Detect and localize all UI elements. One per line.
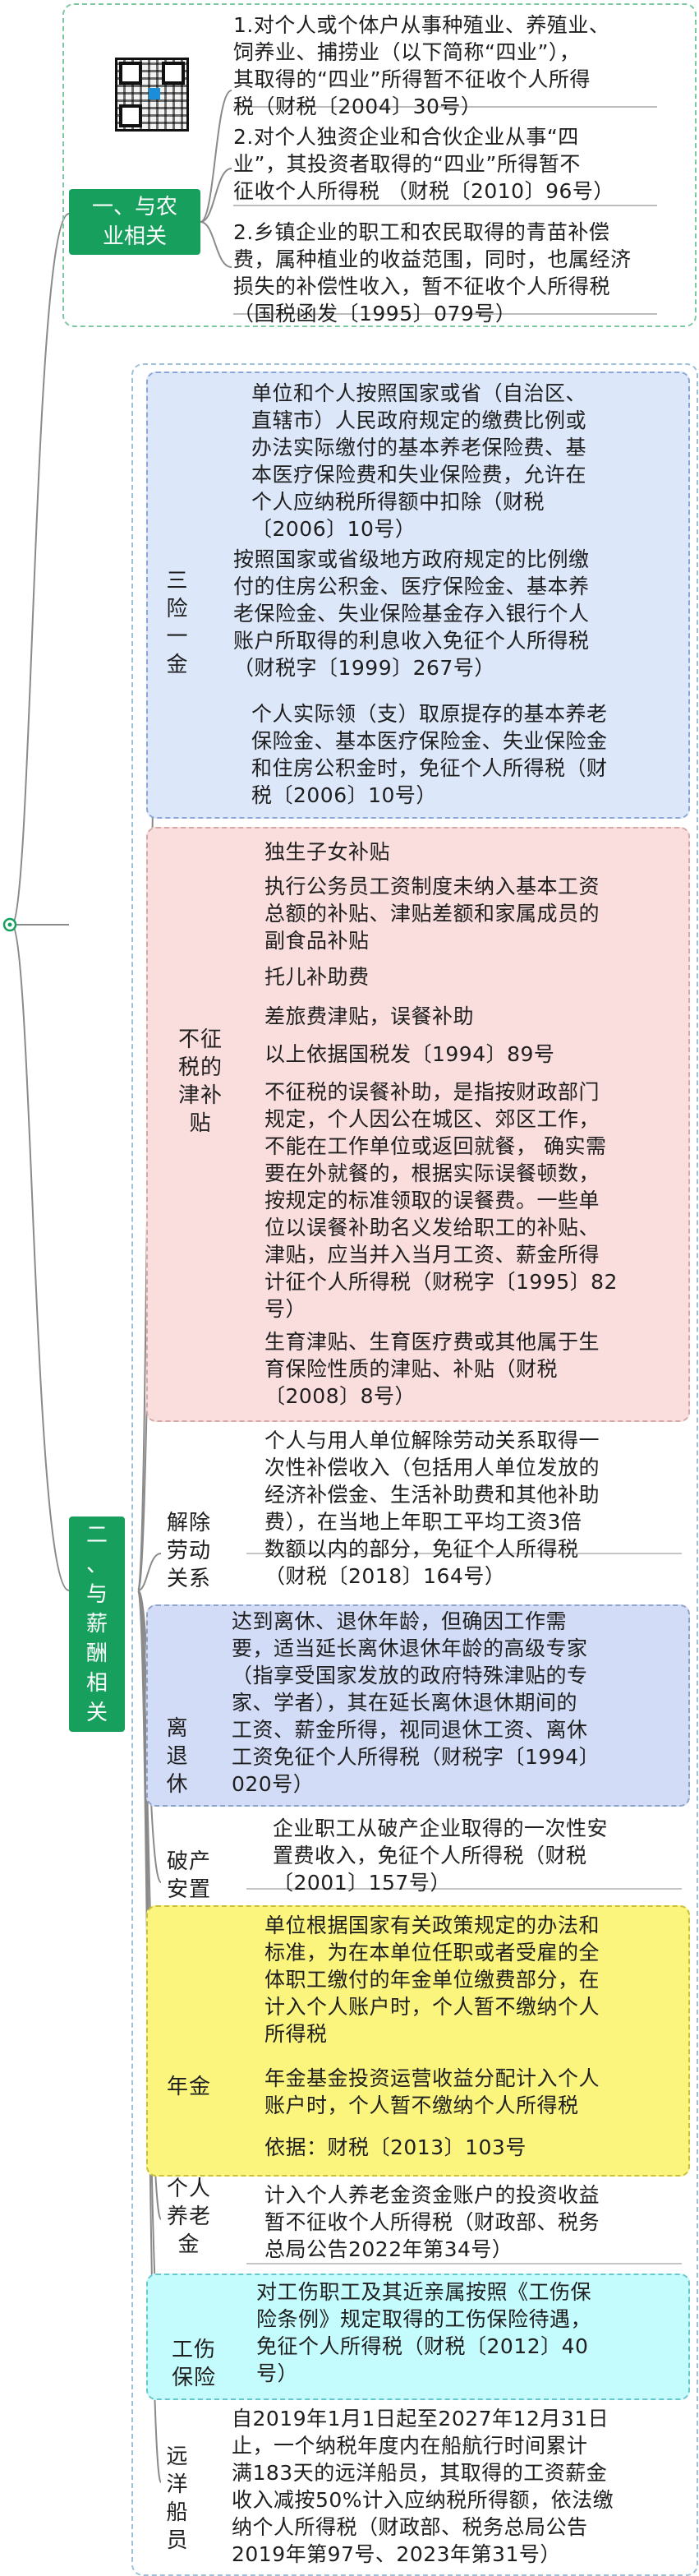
section1-item-2: 2.对个人独资企业和合伙企业从事“四 业”，其投资者取得的“四业”所得暂不 征收… bbox=[233, 125, 614, 203]
sanxian-label[interactable]: 三 险 一 金 bbox=[166, 569, 189, 677]
nianjin-bg bbox=[146, 1905, 690, 2177]
sanxian-item-2: 按照国家或省级地方政府规定的比例缴 付的住房公积金、医疗保险金、基本养 老保险金… bbox=[233, 547, 590, 680]
butie-item-1: 独生子女补贴 bbox=[264, 840, 391, 864]
nianjin-label[interactable]: 年金 bbox=[166, 2075, 211, 2099]
sanxian-item-1: 单位和个人按照国家或省（自治区、 直辖市）人民政府规定的缴费比例或 办法实际缴付… bbox=[251, 381, 587, 541]
yuanyang-text: 自2019年1月1日起至2027年12月31日 止，一个纳税年度内在船航行时间累… bbox=[232, 2407, 614, 2566]
butie-item-3: 托儿补助费 bbox=[264, 965, 370, 989]
butie-label[interactable]: 不征 税的 津补 贴 bbox=[177, 1027, 223, 1136]
section1-title[interactable]: 一、与农 业相关 bbox=[69, 189, 200, 255]
lituixiu-bg bbox=[146, 1604, 690, 1807]
pochan-label[interactable]: 破产 安置 bbox=[166, 1849, 211, 1902]
butie-bg bbox=[146, 827, 690, 1422]
section1-group bbox=[62, 3, 697, 327]
nianjin-item-3: 依据：财税〔2013〕103号 bbox=[264, 2135, 527, 2159]
root-to-section1 bbox=[11, 213, 70, 926]
gongshang-bg bbox=[146, 2274, 690, 2400]
nianjin-item-2: 年金基金投资运营收益分配计入个人 账户时，个人暂不缴纳个人所得税 bbox=[264, 2066, 600, 2117]
qr-code-icon bbox=[115, 58, 189, 132]
lituixiu-label[interactable]: 离 退 休 bbox=[166, 1716, 189, 1797]
butie-item-5: 以上依据国税发〔1994〕89号 bbox=[264, 1042, 555, 1066]
yuanyang-label[interactable]: 远 洋 船 员 bbox=[166, 2444, 189, 2553]
jiechu-text: 个人与用人单位解除劳动关系取得一 次性补偿收入（包括用人单位发放的 经济补偿金、… bbox=[264, 1429, 600, 1588]
butie-item-7: 生育津贴、生育医疗费或其他属于生 育保险性质的津贴、补贴（财税 〔2008〕8号… bbox=[264, 1330, 600, 1408]
sanxian-item-3: 个人实际领（支）取原提存的基本养老 保险金、基本医疗保险金、失业保险金 和住房公… bbox=[251, 702, 608, 807]
section2-title[interactable]: 二 、 与 薪 酬 相 关 bbox=[69, 1517, 125, 1732]
pochan-text: 企业职工从破产企业取得的一次性安 置费收入，免征个人所得税（财税 〔2001〕1… bbox=[273, 1817, 609, 1895]
butie-item-6: 不征税的误餐补助，是指按财政部门 规定，个人因公在城区、郊区工作， 不能在工作单… bbox=[264, 1080, 618, 1321]
jiechu-label[interactable]: 解除 劳动 关系 bbox=[166, 1511, 211, 1591]
root-to-section2 bbox=[11, 924, 70, 1591]
lituixiu-text: 达到离休、退休年龄，但确因工作需 要，适当延长离休退休年龄的高级专家 （指享受国… bbox=[232, 1609, 600, 1796]
gongshang-text: 对工伤职工及其近亲属按照《工伤保 险条例》规定取得的工伤保险待遇， 免征个人所得… bbox=[256, 2280, 592, 2385]
yanglao-label[interactable]: 个人 养老 金 bbox=[166, 2177, 211, 2257]
section1-item-3: 2.乡镇企业的职工和农民取得的青苗补偿 费，属种植业的收益范围，同时，也属经济 … bbox=[233, 220, 632, 325]
section2-group bbox=[131, 363, 698, 2576]
sanxian-bg bbox=[146, 372, 690, 819]
yanglao-text: 计入个人养老金资金账户的投资收益 暂不征收个人所得税（财政部、税务 总局公告20… bbox=[264, 2183, 600, 2261]
section1-item-1: 1.对个人或个体户从事种殖业、养殖业、 饲养业、捕捞业（以下简称“四业”）， 其… bbox=[233, 13, 610, 118]
nianjin-item-1: 单位根据国家有关政策规定的办法和 标准，为在本单位任职或者受雇的全 体职工缴付的… bbox=[264, 1914, 600, 2046]
butie-item-4: 差旅费津贴，误餐补助 bbox=[264, 1004, 475, 1028]
butie-item-2: 执行公务员工资制度未纳入基本工资 总额的补贴、津贴差额和家属成员的 副食品补贴 bbox=[264, 875, 600, 953]
gongshang-label[interactable]: 工伤 保险 bbox=[171, 2338, 216, 2390]
